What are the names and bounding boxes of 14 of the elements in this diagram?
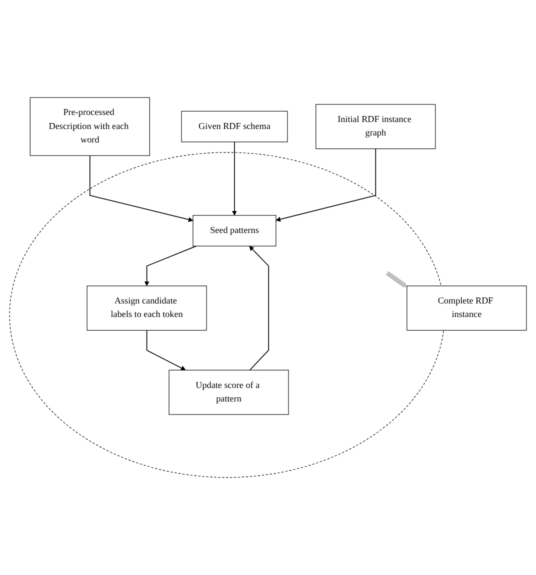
node-box: Given RDF schema	[181, 110, 288, 142]
arrow	[232, 142, 237, 216]
node-box: Pre-processed Description with each word	[30, 97, 150, 156]
arrow	[146, 330, 186, 370]
arrow	[144, 246, 197, 286]
node-box: Seed patterns	[192, 215, 276, 246]
node-box: Initial RDF instance graph	[316, 104, 436, 150]
arrow	[89, 155, 194, 222]
node-box: Complete RDF instance	[406, 286, 527, 331]
arrow	[386, 271, 408, 288]
arrow	[276, 148, 376, 222]
node-box: Assign candidate labels to each token	[86, 286, 207, 331]
arrow	[249, 246, 270, 371]
node-box: Update score of a pattern	[168, 370, 289, 415]
